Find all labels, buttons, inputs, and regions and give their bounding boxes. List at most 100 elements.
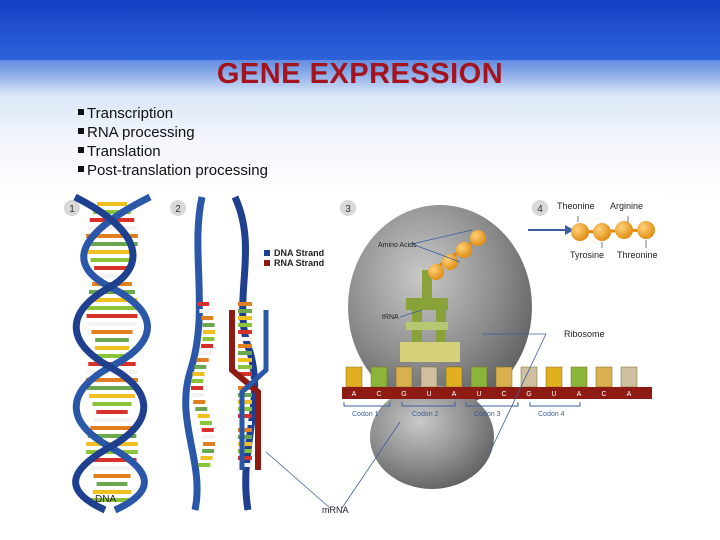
base-letter: G	[401, 391, 406, 398]
rna-base	[238, 414, 252, 418]
mrna-ribbon	[342, 387, 652, 399]
rna-base	[238, 428, 252, 432]
codon-base-block	[420, 366, 438, 388]
slide-title: GENE EXPRESSION	[216, 58, 504, 90]
base-pair	[96, 482, 128, 486]
legend: DNA Strand RNA Strand	[264, 248, 324, 268]
ribosome-small-subunit	[370, 385, 494, 489]
exposed-base	[197, 414, 210, 418]
bullet-icon	[78, 166, 84, 172]
codon-label-1: Codon 1	[352, 411, 379, 418]
bullet-text: Post-translation processing	[87, 162, 268, 179]
exposed-base	[199, 351, 212, 355]
base-letter: A	[577, 391, 582, 398]
base-pair	[91, 354, 133, 358]
base-pair	[87, 434, 137, 438]
rna-base	[238, 421, 252, 425]
codon-base-block	[595, 366, 613, 388]
rna-base	[238, 407, 252, 411]
base-pair	[93, 418, 131, 422]
codon-base-block	[470, 366, 488, 388]
base-pair	[93, 210, 131, 214]
exposed-base	[201, 428, 214, 432]
base-pair	[93, 474, 131, 478]
rna-base	[238, 344, 252, 348]
bullet-text: Transcription	[87, 105, 174, 122]
codon-brackets	[343, 402, 581, 407]
rna-base	[238, 365, 252, 369]
base-pair	[90, 258, 134, 262]
base-letter: U	[551, 391, 556, 398]
base-letter: G	[526, 391, 531, 398]
svg-text:4: 4	[537, 204, 543, 215]
base-pair	[88, 322, 136, 326]
rna-base	[238, 309, 252, 313]
codon-label-3: Codon 3	[474, 411, 501, 418]
bullet-text: RNA processing	[87, 124, 195, 141]
codon-label-4: Codon 4	[538, 411, 565, 418]
exposed-base	[199, 309, 212, 313]
codon-base-block	[445, 366, 463, 388]
exposed-base	[201, 316, 214, 320]
rna-base	[238, 337, 252, 341]
base-pair	[97, 202, 127, 206]
base-pair	[88, 290, 136, 294]
panel-number-3: 3	[340, 200, 356, 216]
amino-acid-chain	[428, 230, 486, 280]
base-pair	[86, 306, 138, 310]
codon-base-block	[345, 366, 363, 388]
exposed-base	[193, 400, 206, 404]
rna-base	[238, 435, 252, 439]
arginine-label: Arginine	[610, 201, 643, 211]
base-pair	[86, 378, 138, 382]
svg-text:3: 3	[345, 204, 351, 215]
exposed-bases	[191, 302, 252, 467]
base-pair	[92, 490, 132, 494]
exposed-base	[199, 421, 212, 425]
bullet-item: Translation	[78, 142, 268, 161]
exposed-base	[202, 435, 215, 439]
base-pair	[95, 338, 129, 342]
base-pair	[92, 402, 132, 406]
panel-number-4: 4	[532, 200, 548, 216]
exposed-base	[191, 386, 204, 390]
base-pair	[89, 394, 135, 398]
base-pair	[94, 346, 130, 350]
theonine-label: Theonine	[557, 201, 595, 211]
panel-number-2: 2	[170, 200, 186, 216]
exposed-base	[195, 407, 208, 411]
dna-double-helix: DNA	[72, 193, 152, 514]
bullet-item: Transcription	[78, 104, 268, 123]
trna	[400, 270, 460, 362]
mrna-strand	[229, 310, 261, 470]
figure-svg: 1 2 3 4 DNA DNA Strand RNA Strand	[60, 192, 668, 515]
exposed-base	[201, 344, 214, 348]
base-pair	[86, 314, 138, 318]
threonine-label: Threonine	[617, 250, 658, 260]
svg-text:1: 1	[69, 204, 75, 215]
tyrosine-label: Tyrosine	[570, 250, 604, 260]
exposed-base	[200, 456, 213, 460]
bullet-item: RNA processing	[78, 123, 268, 142]
base-pair	[89, 498, 135, 502]
codon-base-block	[370, 366, 388, 388]
legend-label-dna: DNA Strand	[274, 248, 324, 258]
legend-swatch-dna	[264, 250, 270, 256]
rna-base	[238, 323, 252, 327]
rna-base	[238, 449, 252, 453]
legend-swatch-rna	[264, 260, 270, 266]
template-strand	[239, 310, 269, 470]
base-pair	[94, 266, 130, 270]
exposed-base	[194, 365, 207, 369]
base-pair	[90, 426, 134, 430]
rna-base	[238, 351, 252, 355]
rna-base	[238, 330, 252, 334]
base-pair	[87, 250, 137, 254]
exposed-base	[191, 393, 204, 397]
base-pair	[86, 386, 138, 390]
base-pair	[86, 242, 138, 246]
mrna-label: mRNA	[322, 505, 349, 515]
amino-acids-label: Amino Acids	[378, 242, 417, 249]
